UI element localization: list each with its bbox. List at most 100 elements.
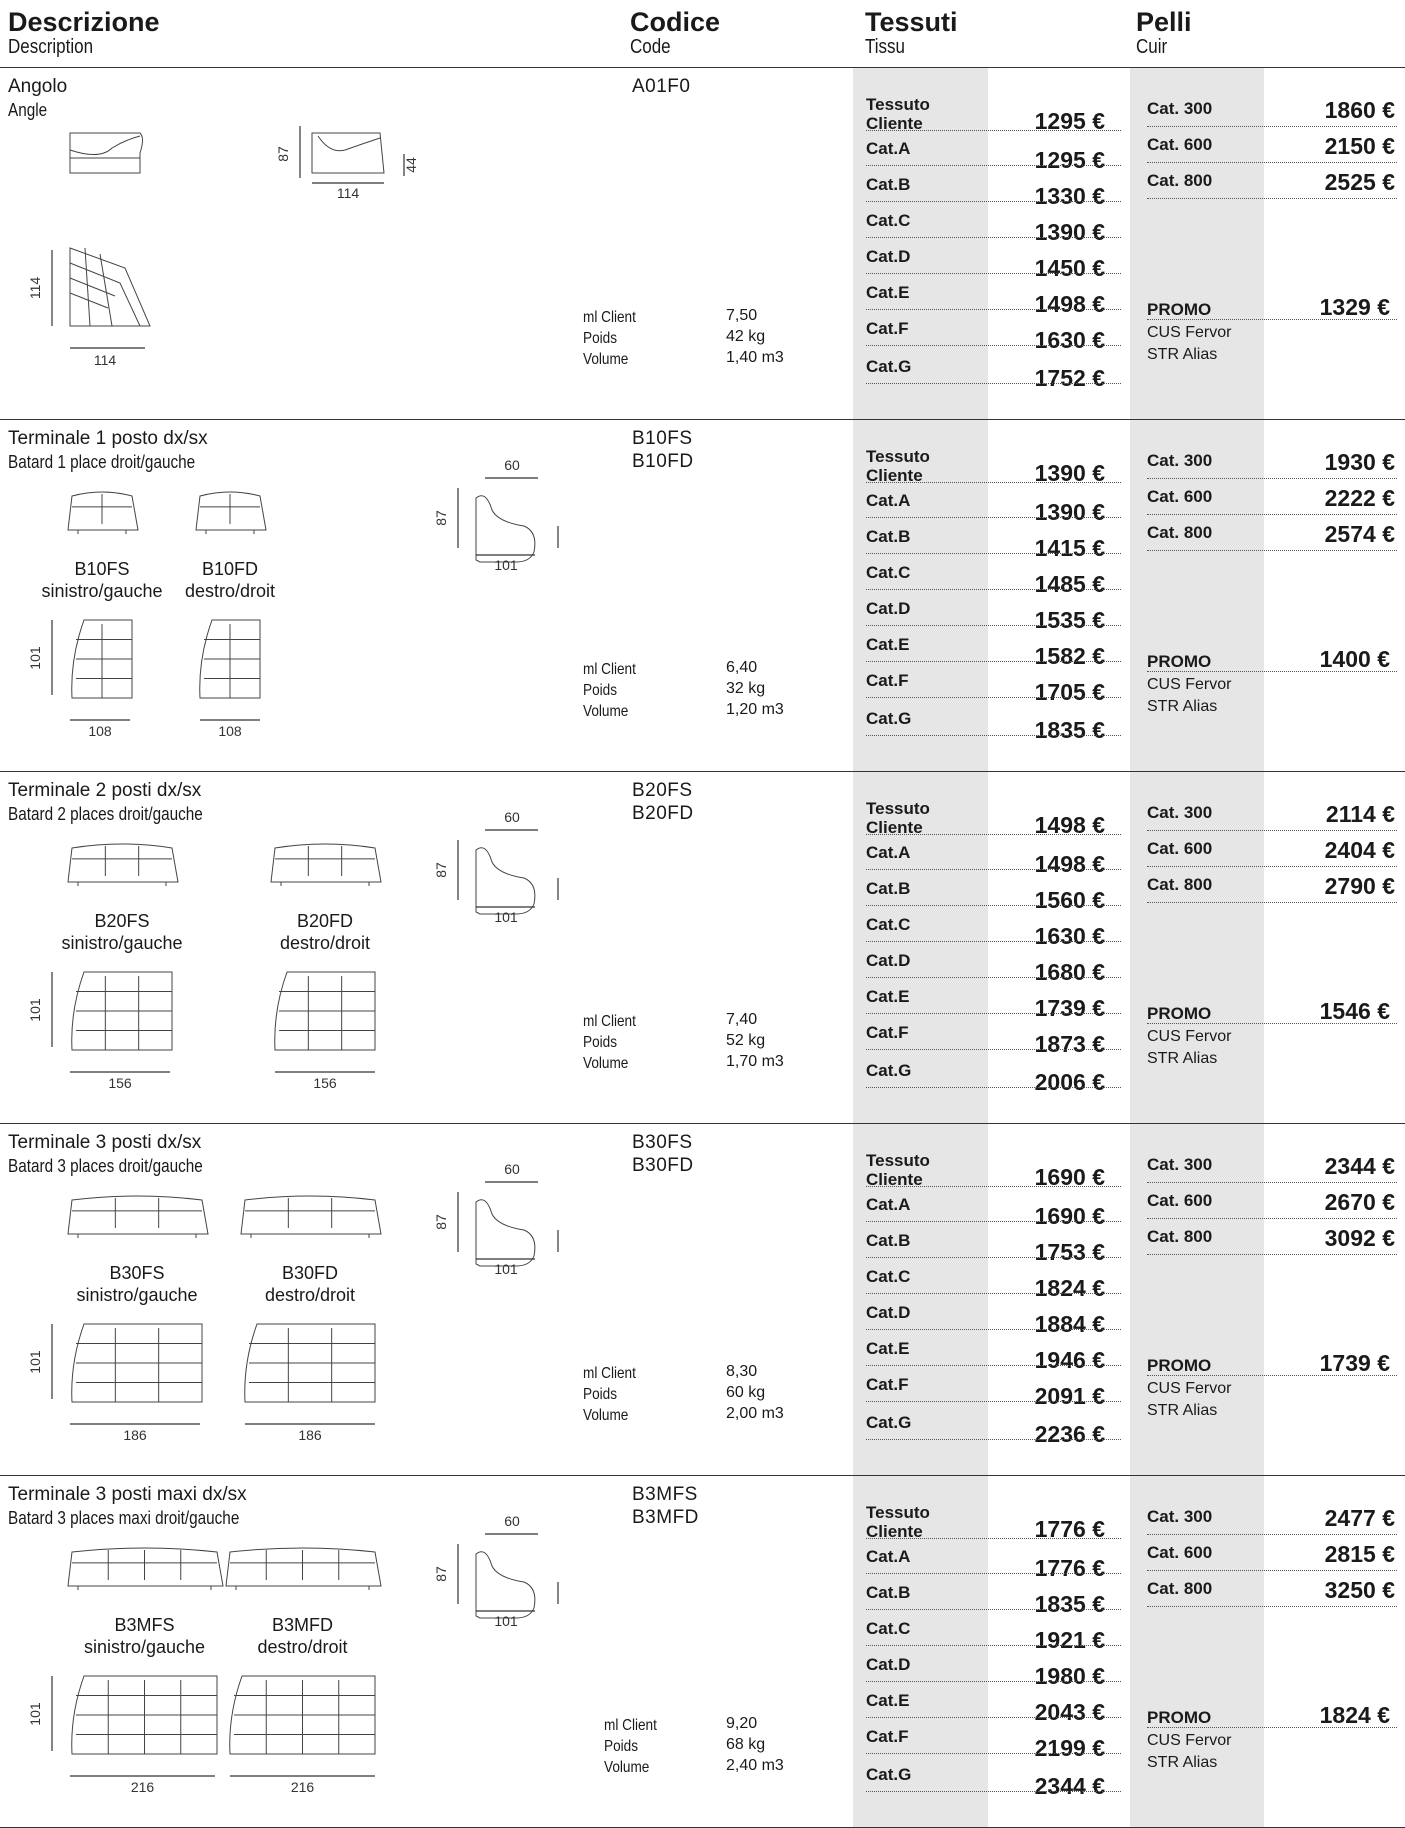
leather-price: 2790 €: [1324, 873, 1395, 899]
fabric-cat-label: Cat.G: [866, 1765, 912, 1784]
weight-value: 32 kg: [726, 680, 766, 697]
leather-cat-label: Cat. 800: [1147, 875, 1213, 894]
variant-code: B3MFS: [114, 1615, 175, 1635]
row-separator: [866, 941, 1121, 942]
sofa-top-right: [199, 619, 261, 699]
fabric-cat-label: Cat.E: [866, 635, 910, 654]
fabric-price: 1705 €: [1034, 679, 1105, 705]
row-separator: [866, 201, 1121, 202]
fabric-cat-label: Cat.D: [866, 1655, 911, 1674]
dimension-label: 87: [433, 510, 449, 526]
leather-price: 2222 €: [1324, 485, 1395, 511]
row-separator: [866, 1791, 1121, 1792]
row-separator: [1147, 514, 1397, 515]
header-desc-fr: Description: [8, 36, 94, 58]
fabric-price: 1835 €: [1034, 1591, 1105, 1617]
fabric-cat-cliente: Cliente: [866, 818, 923, 837]
section-title: Terminale 1 posto dx/sx: [8, 428, 208, 449]
fabric-price: 1873 €: [1034, 1031, 1105, 1057]
header-description: Descrizione Description: [8, 8, 160, 58]
dimension-label: 114: [94, 352, 117, 368]
sofa-feet: [235, 1586, 370, 1590]
fabric-price: 1535 €: [1034, 607, 1105, 633]
row-separator: [1147, 866, 1397, 867]
sofa-feet: [280, 882, 370, 886]
promo-label: PROMO: [1147, 652, 1212, 671]
volume-value: 2,40 m3: [726, 1757, 784, 1774]
sofa-side-view: [475, 847, 536, 915]
sofa-back-view: [311, 132, 385, 174]
fabric-cat-label: Cat.F: [866, 671, 909, 690]
product-code: B30FS: [632, 1132, 693, 1153]
header-fabric-it: Tessuti: [865, 7, 958, 37]
row-separator: [866, 237, 1121, 238]
dimension-label: 60: [504, 457, 520, 473]
fabric-cat-tessuto: Tessuto: [866, 95, 930, 114]
fabric-cat-label: Cat.F: [866, 1375, 909, 1394]
header-desc-it: Descrizione: [8, 7, 160, 37]
fabric-cat-label: Cat.B: [866, 1583, 911, 1602]
dimension-label: 44: [557, 881, 560, 897]
fabric-cat-cliente: Cliente: [866, 466, 923, 485]
fabric-price: 1690 €: [1034, 1203, 1105, 1229]
dimension-label: 101: [27, 646, 43, 670]
row-separator: [866, 977, 1121, 978]
dimension-label: 44: [557, 1233, 560, 1249]
leather-price: 2670 €: [1324, 1189, 1395, 1215]
weight-label: Poids: [604, 1738, 639, 1755]
dimension-label: 101: [27, 998, 43, 1022]
row-separator: [866, 1538, 1121, 1539]
section-divider: [0, 1475, 1405, 1476]
promo-label: PROMO: [1147, 1004, 1212, 1023]
dimension-label: 108: [218, 723, 242, 739]
fabric-cat-label: Cat.E: [866, 1339, 910, 1358]
sofa-front-left: [67, 491, 139, 531]
sofa-feet: [250, 1234, 370, 1238]
fabric-cat-tessuto: Tessuto: [866, 1503, 930, 1522]
dimension-label: 44: [403, 157, 419, 173]
dimension-label: 44: [557, 529, 560, 545]
row-separator: [1147, 550, 1397, 551]
row-separator: [866, 383, 1121, 384]
dimension-label: 156: [313, 1075, 337, 1091]
dimension-label: 44: [557, 1585, 560, 1601]
leather-price: 1930 €: [1324, 449, 1395, 475]
promo-cus: CUS Fervor: [1147, 676, 1232, 693]
fabric-cat-label: Cat.E: [866, 987, 910, 1006]
sofa-top-left: [71, 1675, 218, 1755]
row-separator: [866, 1186, 1121, 1187]
ml-client-label: ml Client: [583, 309, 636, 326]
fabric-cat-label: Cat.D: [866, 1303, 911, 1322]
row-separator: [1147, 1182, 1397, 1183]
fabric-cat-label: Cat.C: [866, 1267, 911, 1286]
dimension-label: 60: [504, 809, 520, 825]
product-code: B30FD: [632, 1155, 694, 1176]
fabric-cat-label: Cat.A: [866, 139, 911, 158]
fabric-cat-label: Cat.G: [866, 709, 912, 728]
row-separator: [866, 1439, 1121, 1440]
row-separator: [866, 1573, 1121, 1574]
fabric-label-column: [853, 1476, 988, 1827]
seat-line: [69, 135, 141, 155]
fabric-cat-label: Cat.D: [866, 599, 911, 618]
ml-client-value: 9,20: [726, 1715, 758, 1732]
promo-str: STR Alias: [1147, 1754, 1218, 1771]
row-separator: [866, 625, 1121, 626]
promo-label: PROMO: [1147, 1708, 1212, 1727]
fabric-cat-label: Cat.F: [866, 1023, 909, 1042]
promo-price: 1824 €: [1319, 1702, 1390, 1728]
row-separator: [866, 697, 1121, 698]
weight-label: Poids: [583, 682, 618, 699]
fabric-label-column: [853, 420, 988, 771]
volume-value: 2,00 m3: [726, 1405, 784, 1422]
leather-price: 1860 €: [1324, 97, 1395, 123]
fabric-price: 1630 €: [1034, 923, 1105, 949]
dimension-label: 101: [494, 1261, 518, 1277]
fabric-cat-label: Cat.E: [866, 283, 910, 302]
row-separator: [1147, 1023, 1397, 1024]
fabric-cat-label: Cat.A: [866, 1547, 911, 1566]
sofa-side-view: [475, 1551, 536, 1619]
